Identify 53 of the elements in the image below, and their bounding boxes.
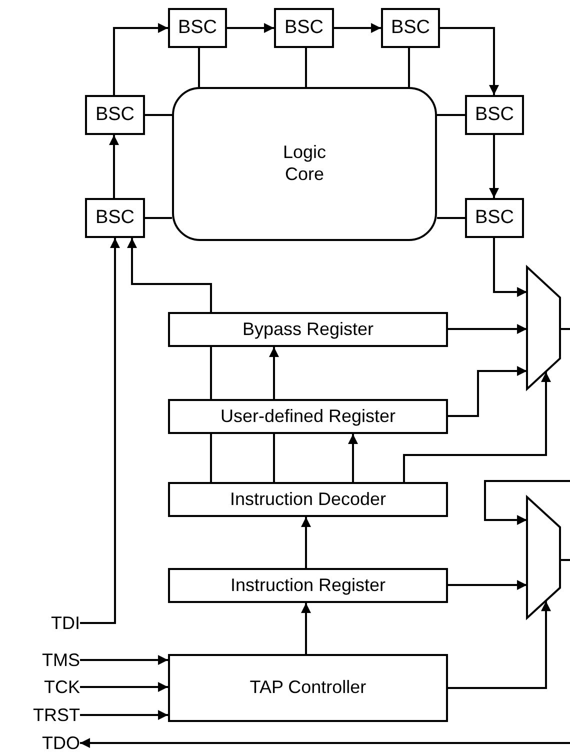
pin-label: TCK [44, 676, 80, 698]
boundary-scan-cell: BSC [85, 95, 145, 135]
arrow [269, 347, 279, 399]
arrow [334, 23, 381, 33]
connector-line [145, 217, 172, 219]
arrow [227, 23, 274, 33]
arrow [80, 738, 570, 748]
arrow [80, 238, 120, 624]
pin-label: TDO [42, 732, 80, 754]
arrow [440, 27, 499, 95]
connector-line [273, 434, 275, 482]
arrow [484, 480, 570, 525]
register-block: Instruction Register [168, 568, 448, 603]
arrow [301, 603, 311, 654]
arrow [348, 434, 358, 482]
pin-label: TRST [33, 704, 80, 726]
arrow [448, 601, 551, 689]
register-block: Instruction Decoder [168, 482, 448, 517]
arrow [80, 655, 168, 665]
arrow [80, 710, 168, 720]
boundary-scan-cell: BSC [465, 95, 524, 135]
connector-line [437, 217, 465, 219]
connector-line [561, 328, 570, 330]
arrow [448, 366, 527, 417]
connector-line [305, 48, 307, 87]
core-block: Logic Core [172, 87, 437, 241]
connector-line [198, 48, 200, 87]
arrow [109, 135, 119, 198]
connector-line [561, 559, 570, 561]
arrow [127, 238, 212, 312]
arrow [403, 372, 551, 482]
arrow [493, 238, 527, 297]
arrow [301, 517, 311, 568]
register-block: Bypass Register [168, 312, 448, 347]
boundary-scan-cell: BSC [85, 198, 145, 238]
connector-line [408, 48, 410, 87]
pin-label: TMS [42, 650, 80, 670]
arrow [113, 23, 168, 95]
register-block: User-defined Register [168, 399, 448, 434]
pin-label: TDI [51, 612, 80, 634]
boundary-scan-cell: BSC [274, 8, 334, 48]
arrow [448, 324, 527, 334]
connector-line [437, 114, 465, 116]
arrow [448, 580, 527, 590]
connector-line [210, 434, 212, 482]
arrow [489, 135, 499, 198]
boundary-scan-cell: BSC [381, 8, 440, 48]
boundary-scan-cell: BSC [168, 8, 227, 48]
connector-line [210, 347, 212, 399]
register-block: TAP Controller [168, 654, 448, 722]
boundary-scan-cell: BSC [465, 198, 524, 238]
connector-line [145, 114, 172, 116]
arrow [80, 682, 168, 692]
